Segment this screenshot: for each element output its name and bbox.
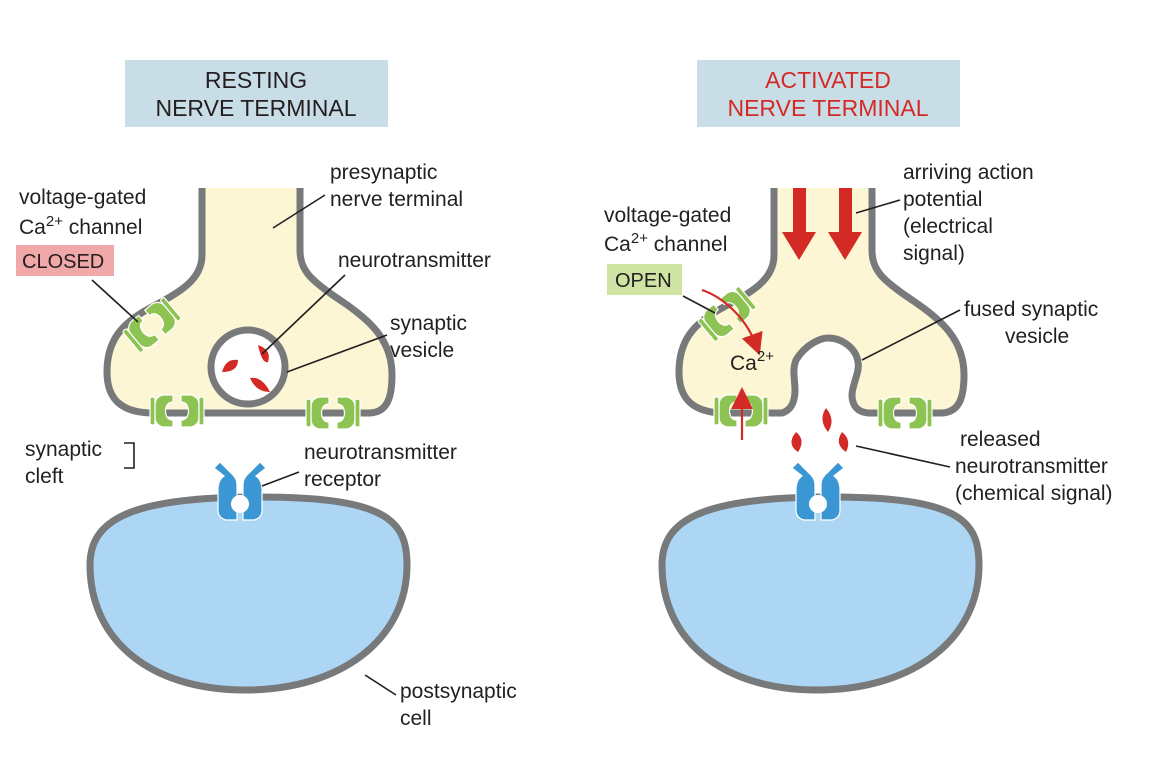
activated-channel-label-line2: Ca2+ channel <box>604 230 727 256</box>
released-neurotransmitter-molecules <box>791 408 849 452</box>
activated-presynaptic-terminal <box>675 188 968 417</box>
resting-panel: RESTING NERVE TERMINAL voltage-gated Ca2… <box>16 60 517 730</box>
action-potential-label-line4: signal) <box>903 242 965 265</box>
open-badge-text: OPEN <box>615 270 672 292</box>
postsynaptic-label-line1: postsynaptic <box>400 680 517 703</box>
resting-title-line1: RESTING <box>205 67 307 93</box>
resting-neurotransmitter-label: neurotransmitter <box>338 249 491 272</box>
presynaptic-label-line1: presynaptic <box>330 161 437 184</box>
resting-title-line2: NERVE TERMINAL <box>155 95 356 121</box>
activated-postsynaptic-cell <box>658 493 983 694</box>
presynaptic-label-line2: nerve terminal <box>330 188 463 211</box>
resting-vesicle-label-line2: vesicle <box>390 339 454 362</box>
calcium-ion-label: Ca2+ <box>730 348 774 375</box>
resting-postsynaptic-cell <box>86 493 411 694</box>
activated-title-line1: ACTIVATED <box>765 67 891 93</box>
closed-badge-text: CLOSED <box>22 251 104 273</box>
activated-title-line2: NERVE TERMINAL <box>727 95 928 121</box>
action-potential-arrow-icon <box>782 188 816 260</box>
action-potential-arrows <box>782 188 862 260</box>
open-badge <box>607 264 682 295</box>
receptor-label-line2: receptor <box>304 468 381 491</box>
resting-receptor-icon <box>213 461 267 521</box>
closed-badge <box>16 245 114 276</box>
fused-vesicle-label-line1: fused synaptic <box>964 298 1098 321</box>
activated-panel: ACTIVATED NERVE TERMINAL voltage-gated C… <box>604 60 1113 694</box>
resting-vesicle-label-line1: synaptic <box>390 312 467 335</box>
calcium-influx-arrow-icon <box>701 288 763 356</box>
action-potential-arrow-icon <box>828 188 862 260</box>
released-label-line1: released <box>960 428 1041 451</box>
resting-synaptic-vesicle <box>207 326 289 408</box>
activated-title-box <box>697 60 960 127</box>
cleft-bracket <box>124 442 135 469</box>
cleft-label-line1: synaptic <box>25 438 102 461</box>
resting-channel-label-line1: voltage-gated <box>19 186 146 209</box>
cleft-label-line2: cleft <box>25 465 64 488</box>
activated-channel-label-line1: voltage-gated <box>604 204 731 227</box>
action-potential-label-line1: arriving action <box>903 161 1034 184</box>
resting-title-box <box>125 60 388 127</box>
fused-vesicle-label-line2: vesicle <box>1005 325 1069 348</box>
action-potential-label-line3: (electrical <box>903 215 993 238</box>
released-label-line2: neurotransmitter <box>955 455 1108 478</box>
activated-receptor-icon <box>791 461 845 521</box>
action-potential-label-line2: potential <box>903 188 982 211</box>
receptor-label-line1: neurotransmitter <box>304 441 457 464</box>
resting-channel-label-line2: Ca2+ channel <box>19 213 142 239</box>
released-label-line3: (chemical signal) <box>955 482 1113 505</box>
postsynaptic-label-line2: cell <box>400 707 432 730</box>
